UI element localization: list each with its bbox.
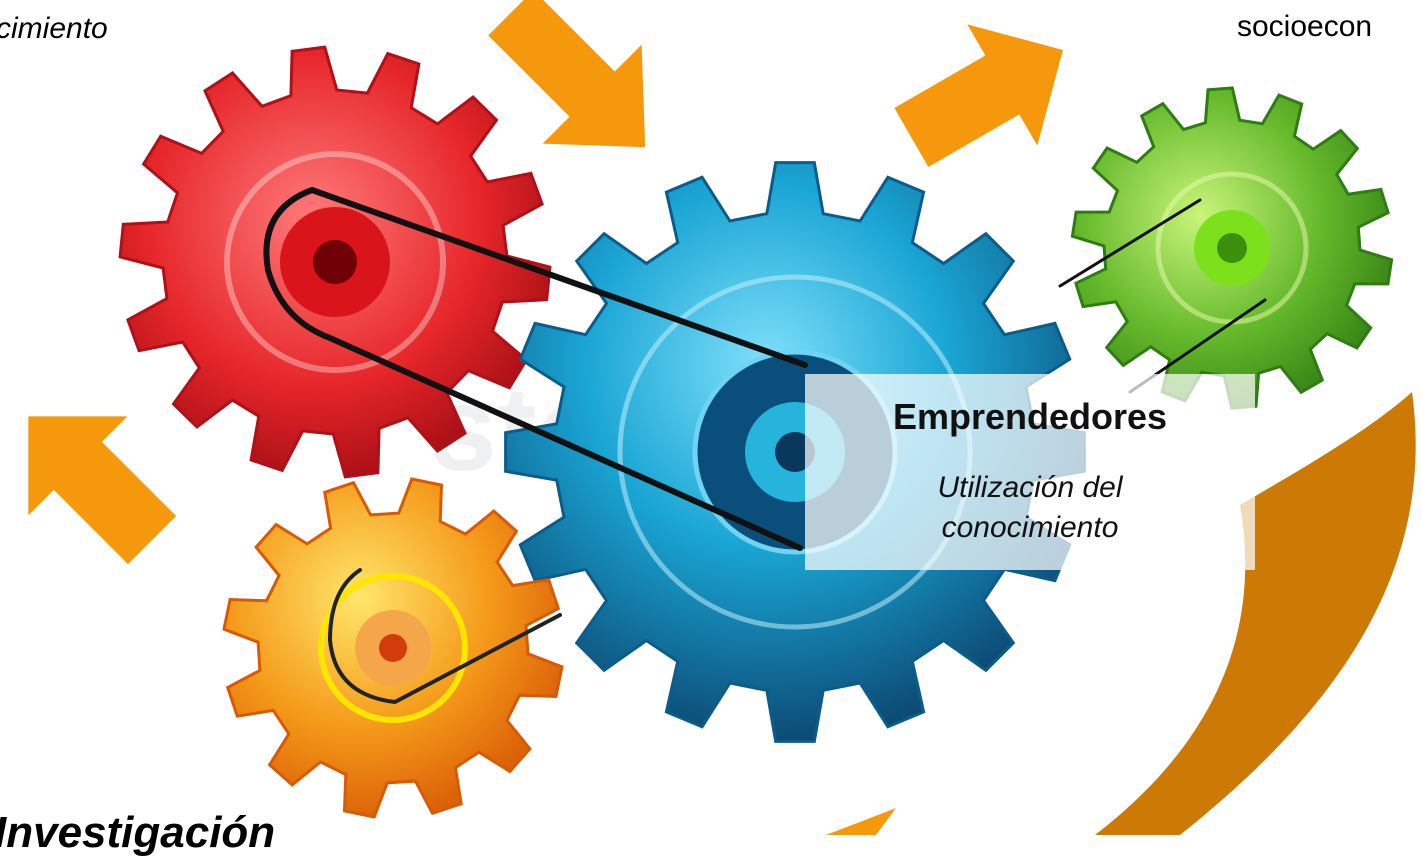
bottom-left-text: Investigación [0,808,276,857]
top-right-text: socioecon [1237,10,1373,43]
label-title: Emprendedores [892,396,1168,437]
label-subtitle: Utilización del conocimiento [937,471,1123,544]
gears-diagram: stockfresh [28,0,1416,835]
arrow-bottom-tip [826,808,896,835]
drive-belts [263,187,1267,705]
arrow-up-left [28,416,177,565]
red-gear [118,45,552,479]
arrow-down-right [488,0,646,148]
arrow-up-right [894,24,1063,167]
curved-swoosh-arrow [1095,392,1416,835]
entrepreneurs-label-box: Emprendedores Utilización del conocimien… [805,374,1255,570]
orange-gear [222,477,564,819]
top-left-text: cimiento [0,12,108,45]
